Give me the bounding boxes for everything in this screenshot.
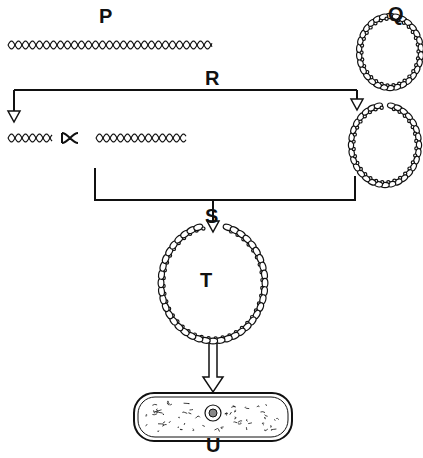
cytoplasm-texture [190, 409, 193, 411]
cytoplasm-texture [274, 419, 275, 421]
cytoplasm-texture [189, 413, 192, 414]
dna-strand [8, 41, 212, 49]
cytoplasm-texture [193, 429, 194, 431]
dna-strand [96, 134, 186, 142]
cytoplasm-texture [154, 412, 158, 414]
cytoplasm-texture [158, 424, 164, 425]
cytoplasm-texture [257, 406, 259, 407]
big-arrow [203, 340, 223, 392]
cytoplasm-texture [218, 429, 219, 431]
part-letter: P [99, 6, 112, 26]
cytoplasm-texture [178, 426, 179, 428]
cytoplasm-texture [266, 404, 267, 406]
cytoplasm-texture [245, 407, 249, 409]
cytoplasm-texture [246, 427, 248, 429]
cytoplasm-texture [184, 403, 190, 404]
split-line [14, 89, 357, 91]
cytoplasm-texture [238, 423, 241, 425]
part-letter: U [206, 435, 220, 455]
plasmid-bead [380, 106, 383, 109]
cytoplasm-texture [230, 412, 232, 414]
dna-fragment [62, 133, 78, 143]
dna-strand [8, 134, 52, 142]
part-letter: T [200, 270, 212, 290]
cytoplasm-texture [231, 406, 234, 407]
bacterium-cell [134, 393, 292, 441]
cytoplasm-texture [163, 422, 165, 424]
cytoplasm-texture [163, 413, 164, 415]
plasmid-bead [379, 13, 388, 20]
cytoplasm-texture [152, 414, 157, 415]
part-letter: Q [388, 4, 404, 24]
part-letter: R [205, 68, 219, 88]
dna-strand [8, 41, 212, 49]
arrow-head [351, 99, 363, 110]
cytoplasm-texture [238, 421, 242, 423]
cytoplasm-texture [233, 421, 237, 423]
plasmid-bead [385, 17, 388, 20]
cytoplasm-texture [184, 423, 186, 425]
cytoplasm-texture [221, 427, 224, 429]
cytoplasm-texture [146, 424, 148, 426]
cytoplasm-texture [271, 429, 276, 430]
cytoplasm-texture [169, 421, 171, 423]
plasmid-in-cell [205, 405, 221, 421]
cytoplasm-texture [183, 412, 187, 413]
cytoplasm-texture [152, 404, 157, 406]
cytoplasm-texture [226, 413, 228, 415]
cytoplasm-texture [265, 415, 268, 417]
cytoplasm-texture [153, 410, 154, 412]
cytoplasm-texture [158, 412, 163, 414]
plasmid-bead [374, 102, 383, 109]
cytoplasm-texture [202, 425, 204, 426]
cytoplasm-texture [156, 409, 158, 411]
plasmid-bead [202, 227, 205, 230]
cytoplasm-texture [261, 411, 266, 413]
cytoplasm-texture [265, 429, 268, 431]
join-bracket [95, 168, 355, 200]
part-letter: S [205, 206, 218, 226]
cytoplasm-texture [248, 422, 252, 424]
cytoplasm-texture [155, 412, 159, 413]
arrow-shaft [13, 90, 15, 112]
cytoplasm-texture [270, 425, 271, 427]
cell-membrane [138, 397, 288, 437]
cytoplasm-texture [180, 429, 183, 430]
plasmid-in-cell [209, 409, 217, 417]
cytoplasm-texture [234, 417, 236, 419]
cytoplasm-texture [178, 417, 180, 418]
cytoplasm-texture [167, 401, 168, 403]
dna-strand [96, 134, 186, 142]
cytoplasm-texture [246, 420, 248, 422]
arrow-head [8, 111, 20, 122]
cytoplasm-texture [264, 418, 266, 419]
cytoplasm-texture [262, 423, 264, 425]
cytoplasm-texture [157, 431, 159, 432]
cytoplasm-texture [235, 410, 236, 412]
cytoplasm-texture [196, 416, 200, 418]
dna-strand [8, 134, 52, 142]
cytoplasm-texture [168, 403, 172, 405]
cytoplasm-texture [215, 428, 219, 430]
cytoplasm-texture [146, 415, 147, 417]
cytoplasm-texture [276, 418, 279, 419]
